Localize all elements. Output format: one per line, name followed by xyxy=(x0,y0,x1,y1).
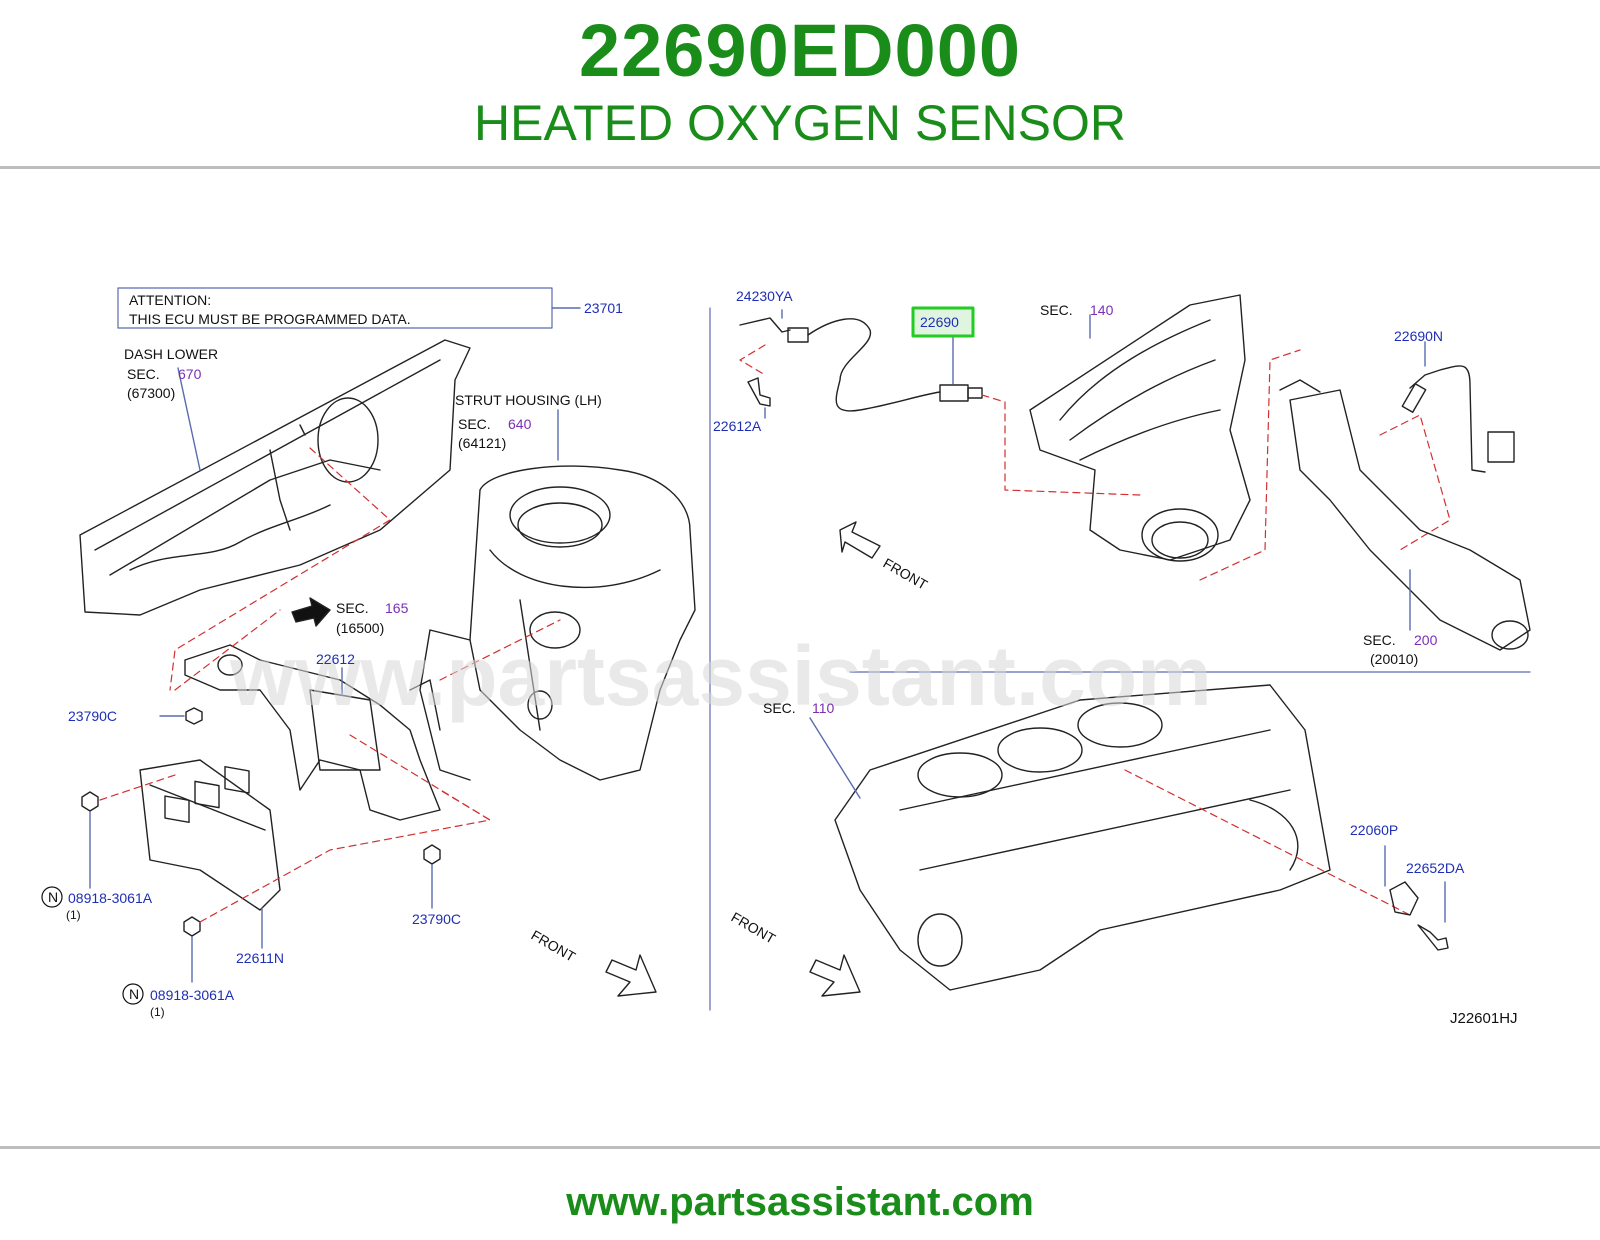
attention-line-1: ATTENTION: xyxy=(129,292,211,308)
watermark: www.partsassistant.com xyxy=(229,629,1212,723)
front-label-bottom: FRONT xyxy=(729,909,779,947)
sec-165-arrow xyxy=(291,597,331,627)
oxygen-sensor-22690-drawing xyxy=(739,309,983,412)
front-label-top: FRONT xyxy=(881,555,931,593)
attention-line-2: THIS ECU MUST BE PROGRAMMED DATA. xyxy=(129,311,411,327)
sec-label: SEC. xyxy=(1040,302,1073,318)
sec-label: SEC. xyxy=(336,600,369,616)
ecu-drawing xyxy=(139,759,281,949)
qty-a: (1) xyxy=(66,908,81,922)
n-circle-a xyxy=(41,886,63,908)
part-label-08918-3061a-b[interactable]: 08918-3061A xyxy=(150,987,235,1003)
header: 22690ED000 HEATED OXYGEN SENSOR xyxy=(0,0,1600,168)
sec-200-link[interactable]: 200 xyxy=(1414,632,1438,648)
part-label-24230ya[interactable]: 24230YA xyxy=(736,288,793,304)
part-number-title: 22690ED000 xyxy=(578,9,1022,92)
diagram-code: J22601HJ xyxy=(1450,1010,1518,1027)
front-arrow-left xyxy=(605,954,657,997)
part-label-08918-3061a-a[interactable]: 08918-3061A xyxy=(68,890,153,906)
part-label-22690[interactable]: 22690 xyxy=(920,314,959,330)
cylinder-block-drawing xyxy=(809,684,1331,991)
nut-23790c-right xyxy=(423,844,441,909)
part-label-22612a[interactable]: 22612A xyxy=(713,418,762,434)
part-label-23790c-right[interactable]: 23790C xyxy=(412,911,461,927)
knock-sensor-drawing xyxy=(1384,845,1419,916)
front-arrow-bottom-right xyxy=(809,954,861,997)
part-label-22652da[interactable]: 22652DA xyxy=(1406,860,1465,876)
qty-b: (1) xyxy=(150,1005,165,1019)
front-arrow-top-right xyxy=(839,521,881,559)
sec-label: SEC. xyxy=(1363,632,1396,648)
part-label-22060p[interactable]: 22060P xyxy=(1350,822,1398,838)
sec-640-link[interactable]: 640 xyxy=(508,416,532,432)
bolt-22652da-drawing xyxy=(1417,881,1449,951)
sec-670-link[interactable]: 670 xyxy=(178,366,202,382)
ref-20010: (20010) xyxy=(1370,651,1418,667)
part-label-22690n[interactable]: 22690N xyxy=(1394,328,1443,344)
n-symbol-b: N xyxy=(129,986,139,1002)
sec-label: SEC. xyxy=(763,700,796,716)
part-label-22611n[interactable]: 22611N xyxy=(236,950,284,966)
exhaust-manifold-drawing xyxy=(1029,294,1251,562)
highlight-22690 xyxy=(911,306,975,338)
parts-diagram: www.partsassistant.com ATTENTION: THIS E… xyxy=(41,287,1531,1027)
strut-housing-label: STRUT HOUSING (LH) xyxy=(455,392,602,408)
part-label-23701[interactable]: 23701 xyxy=(584,300,623,316)
ref-64121: (64121) xyxy=(458,435,506,451)
sec-140-link[interactable]: 140 xyxy=(1090,302,1114,318)
sec-165-link[interactable]: 165 xyxy=(385,600,409,616)
footer-divider xyxy=(0,1146,1600,1149)
nut-23790c-left xyxy=(159,707,203,725)
footer-url-link[interactable]: www.partsassistant.com xyxy=(566,1180,1034,1224)
bolt-22612a-drawing xyxy=(747,377,771,419)
n-circle-b xyxy=(122,983,144,1005)
dash-lower-panel-drawing xyxy=(79,339,471,616)
ref-16500: (16500) xyxy=(336,620,384,636)
sec-110-link[interactable]: 110 xyxy=(812,700,835,716)
dash-lower-label: DASH LOWER xyxy=(124,346,218,362)
nut-08918-left xyxy=(81,791,99,889)
header-divider xyxy=(0,166,1600,169)
ecu-bracket-drawing xyxy=(184,644,441,821)
sec-label: SEC. xyxy=(127,366,160,382)
part-label-22612[interactable]: 22612 xyxy=(316,651,355,667)
part-label-23790c-left[interactable]: 23790C xyxy=(68,708,117,724)
ref-67300: (67300) xyxy=(127,385,175,401)
oxygen-sensor-22690n-drawing xyxy=(1401,341,1515,473)
front-label-left: FRONT xyxy=(529,927,579,965)
sec-label: SEC. xyxy=(458,416,491,432)
catalyst-front-tube-drawing xyxy=(1279,379,1531,651)
nut-08918-bottom xyxy=(183,916,201,983)
part-name-subtitle: HEATED OXYGEN SENSOR xyxy=(474,95,1126,151)
n-symbol-a: N xyxy=(48,889,58,905)
strut-housing-drawing xyxy=(419,409,696,781)
